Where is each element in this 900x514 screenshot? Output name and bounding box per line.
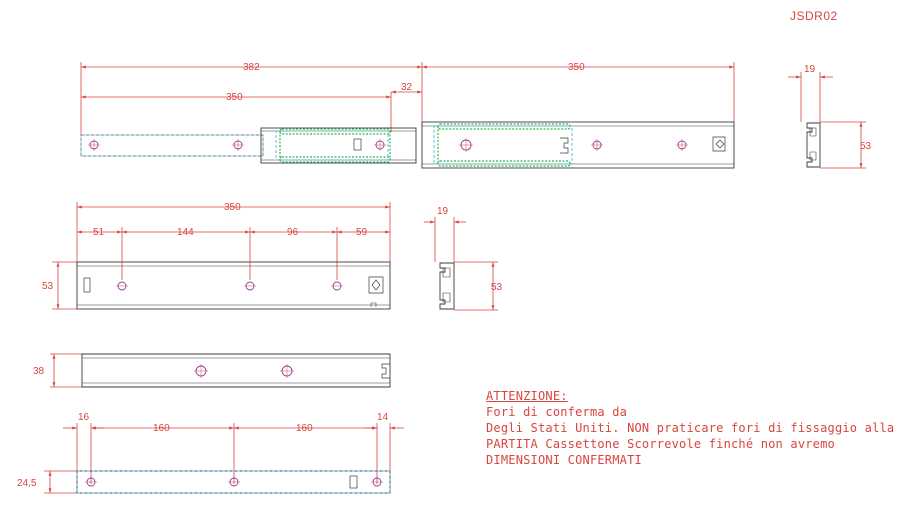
dim-top-gap: 32 <box>401 82 413 93</box>
extended-slide-view: 382 350 32 350 <box>80 62 735 169</box>
dim-mid-b: 144 <box>177 227 194 238</box>
dim-bottom-c: 160 <box>296 423 313 434</box>
dim-mid-c: 96 <box>287 227 299 238</box>
dim-mid-d: 59 <box>356 227 368 238</box>
ball-bearings-middle <box>279 128 391 163</box>
dim-top-total: 382 <box>243 62 260 73</box>
warning-heading: ATTENZIONE: <box>486 389 568 403</box>
end-view-top: 19 53 <box>788 64 872 169</box>
warning-line-2: Degli Stati Uniti. NON praticare fori di… <box>486 421 895 435</box>
dim-mid-height: 53 <box>42 281 54 292</box>
dim-top-inner: 350 <box>226 92 243 103</box>
outer-member-view: 350 51 144 96 59 53 <box>42 202 391 310</box>
warning-note: ATTENZIONE: Fori di conferma da Degli St… <box>486 388 894 468</box>
dim-bottom-a: 16 <box>78 412 90 423</box>
dim-bottom-b: 160 <box>153 423 170 434</box>
dim-end-mid-height: 53 <box>491 282 503 293</box>
dim-end-top-width: 19 <box>804 64 816 75</box>
drawing-code: JSDR02 <box>790 9 838 23</box>
dim-bottom-height: 24,5 <box>17 478 37 489</box>
warning-line-1: Fori di conferma da <box>486 405 628 419</box>
warning-line-3: PARTITA Cassettone Scorrevole finché non… <box>486 437 835 451</box>
middle-member-view: 38 <box>33 353 391 388</box>
ball-bearings-outer <box>437 123 571 167</box>
dim-end-mid-width: 19 <box>437 206 449 217</box>
dim-bottom-d: 14 <box>377 412 389 423</box>
dim-end-top-height: 53 <box>860 141 872 152</box>
dim-mid-total: 350 <box>224 202 241 213</box>
end-view-middle: 19 53 <box>424 206 503 311</box>
dim-mid-a: 51 <box>93 227 105 238</box>
warning-line-4: DIMENSIONI CONFERMATI <box>486 453 642 467</box>
dim-lower-height: 38 <box>33 366 45 377</box>
inner-member-view: 16 160 160 14 24,5 <box>17 412 404 494</box>
dim-top-right: 350 <box>568 62 585 73</box>
